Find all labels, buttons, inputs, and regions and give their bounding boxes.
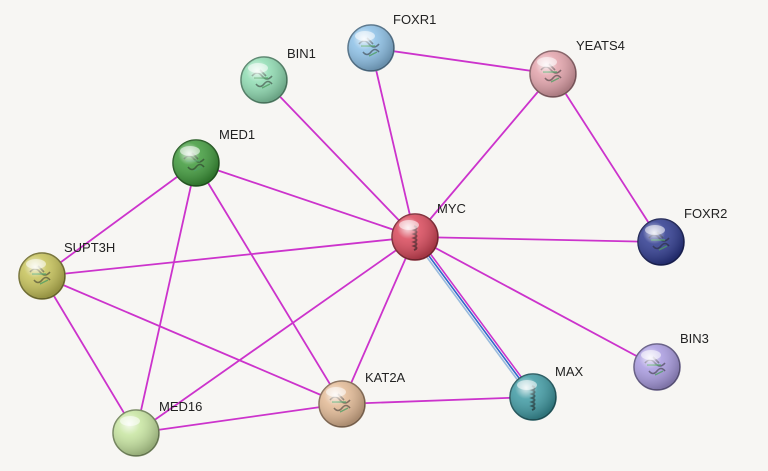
node-label: MED1 — [219, 127, 255, 142]
node-highlight — [180, 146, 200, 156]
node-label: MYC — [437, 201, 466, 216]
edge-foxr1-yeats4[interactable] — [370, 47, 554, 75]
edge-myc-kat2a[interactable] — [341, 236, 416, 405]
edge-supt3h-kat2a[interactable] — [41, 275, 343, 405]
edge-kat2a-max[interactable] — [341, 396, 534, 405]
node-bin1[interactable]: BIN1 — [240, 46, 316, 104]
edge-myc-supt3h[interactable] — [41, 236, 416, 277]
node-label: BIN1 — [287, 46, 316, 61]
edge-myc-bin3[interactable] — [414, 236, 658, 368]
edge-yeats4-myc[interactable] — [414, 73, 554, 238]
node-gloss — [638, 219, 684, 265]
node-max[interactable]: MAX — [509, 364, 584, 421]
edge-med1-supt3h[interactable] — [41, 162, 197, 277]
node-gloss — [348, 25, 394, 71]
node-label: YEATS4 — [576, 38, 625, 53]
edge-myc-med16[interactable] — [135, 236, 416, 434]
node-label: FOXR2 — [684, 206, 727, 221]
node-gloss — [510, 374, 556, 420]
node-gloss — [530, 51, 576, 97]
edge-med1-myc[interactable] — [195, 162, 416, 238]
node-label: KAT2A — [365, 370, 406, 385]
node-gloss — [113, 410, 159, 456]
edge-strand — [416, 235, 536, 397]
node-highlight — [355, 31, 375, 41]
node-gloss — [634, 344, 680, 390]
node-gloss — [241, 57, 287, 103]
node-highlight — [248, 63, 268, 73]
node-myc[interactable]: MYC — [391, 201, 466, 261]
edge-kat2a-med16[interactable] — [135, 403, 343, 434]
node-med16[interactable]: MED16 — [112, 399, 202, 457]
node-yeats4[interactable]: YEATS4 — [529, 38, 625, 98]
edge-strand — [414, 236, 534, 398]
node-foxr2[interactable]: FOXR2 — [637, 206, 727, 266]
edge-supt3h-med16[interactable] — [41, 275, 137, 434]
node-highlight — [120, 416, 140, 426]
node-gloss — [319, 381, 365, 427]
edge-myc-foxr2[interactable] — [414, 236, 662, 243]
node-gloss — [19, 253, 65, 299]
node-label: BIN3 — [680, 331, 709, 346]
edge-med1-med16[interactable] — [135, 162, 197, 434]
edge-layer — [41, 47, 662, 434]
node-label: MED16 — [159, 399, 202, 414]
node-highlight — [641, 350, 661, 360]
node-highlight — [326, 387, 346, 397]
node-label: MAX — [555, 364, 584, 379]
edge-strand — [412, 237, 532, 399]
edge-myc-max[interactable] — [412, 235, 536, 399]
edge-yeats4-foxr2[interactable] — [552, 73, 662, 243]
edge-med1-kat2a[interactable] — [195, 162, 343, 405]
node-highlight — [537, 57, 557, 67]
edge-bin1-myc[interactable] — [263, 79, 416, 238]
node-supt3h[interactable]: SUPT3H — [18, 240, 115, 300]
node-highlight — [26, 259, 46, 269]
node-gloss — [173, 140, 219, 186]
node-bin3[interactable]: BIN3 — [633, 331, 709, 391]
node-label: FOXR1 — [393, 12, 436, 27]
node-label: SUPT3H — [64, 240, 115, 255]
node-med1[interactable]: MED1 — [172, 127, 255, 187]
node-highlight — [399, 220, 419, 230]
node-kat2a[interactable]: KAT2A — [318, 370, 406, 428]
node-gloss — [392, 214, 438, 260]
node-highlight — [645, 225, 665, 235]
node-foxr1[interactable]: FOXR1 — [347, 12, 436, 72]
edge-foxr1-myc[interactable] — [370, 47, 416, 238]
node-highlight — [517, 380, 537, 390]
